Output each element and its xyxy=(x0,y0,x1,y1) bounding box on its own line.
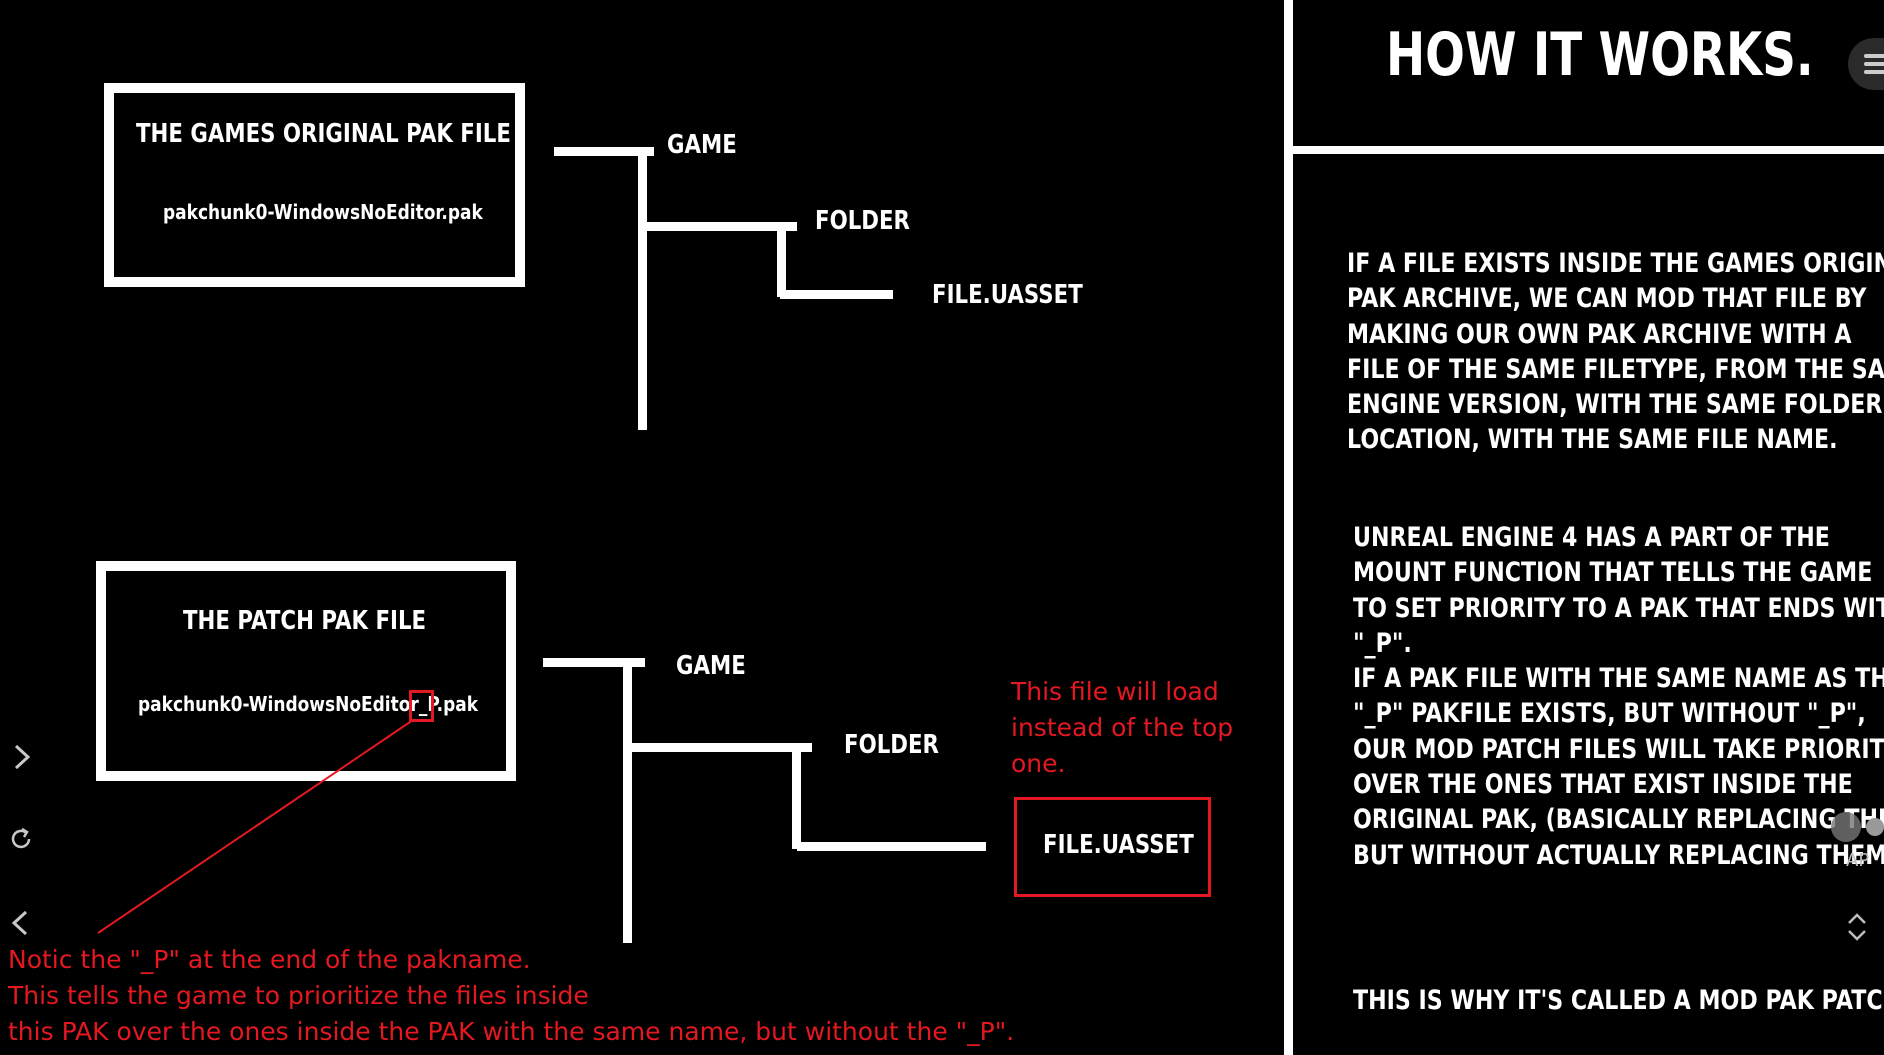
replay-icon[interactable] xyxy=(8,826,34,858)
chevron-down-icon[interactable] xyxy=(1846,920,1868,950)
menu-icon[interactable] xyxy=(1848,38,1884,90)
text-line: ENGINE VERSION, WITH THE SAME FOLDER xyxy=(1347,389,1883,421)
text-line: BUT WITHOUT ACTUALLY REPLACING THEM. xyxy=(1353,839,1884,871)
tree-label-file: FILE.UASSET xyxy=(932,280,1083,310)
text-line: "_P" PAKFILE EXISTS, BUT WITHOUT "_P", xyxy=(1353,698,1866,730)
text-line: LOCATION, WITH THE SAME FILE NAME. xyxy=(1347,424,1838,456)
tree-connector xyxy=(543,658,645,667)
tree-label-game: GAME xyxy=(667,130,737,160)
highlight-marker xyxy=(409,690,434,722)
text-line: "_P". xyxy=(1353,627,1412,659)
menu-bar xyxy=(1864,70,1884,74)
original-pak-filename: pakchunk0-WindowsNoEditor.pak xyxy=(163,200,483,224)
patch-filename-extension: .pak xyxy=(436,692,479,716)
note-line: one. xyxy=(1011,749,1066,778)
chevron-right-icon[interactable] xyxy=(10,742,34,778)
patch-filename-prefix: pakchunk0-WindowsNoEditor xyxy=(138,692,419,716)
tree-connector xyxy=(797,842,986,851)
explanation-paragraph-2: UNREAL ENGINE 4 HAS A PART OF THE MOUNT … xyxy=(1353,520,1884,873)
tree-connector xyxy=(780,290,893,299)
p-suffix-note: Notic the "_P" at the end of the pakname… xyxy=(8,942,1014,1050)
note-line: This file will load xyxy=(1011,677,1219,706)
menu-bar xyxy=(1864,54,1884,58)
text-line: UNREAL ENGINE 4 HAS A PART OF THE xyxy=(1353,522,1830,553)
panel-divider-horizontal xyxy=(1293,146,1884,154)
menu-bar xyxy=(1864,62,1884,66)
page-title: HOW IT WORKS. xyxy=(1386,20,1814,90)
patch-pak-filename: pakchunk0-WindowsNoEditor_P.pak xyxy=(138,692,478,716)
tree-label-folder: FOLDER xyxy=(844,730,939,760)
text-line: FILE OF THE SAME FILETYPE, FROM THE SAME xyxy=(1347,353,1884,385)
note-line: instead of the top xyxy=(1011,713,1234,742)
tree-connector xyxy=(792,743,801,849)
chevron-up-icon[interactable] xyxy=(1846,902,1868,932)
patch-file-highlight-box xyxy=(1014,797,1211,897)
explanation-paragraph-1: IF A FILE EXISTS INSIDE THE GAMES ORIGIN… xyxy=(1347,246,1884,458)
note-line: This tells the game to prioritize the fi… xyxy=(8,981,589,1010)
note-line: this PAK over the ones inside the PAK wi… xyxy=(8,1017,1015,1046)
text-line: IF A FILE EXISTS INSIDE THE GAMES ORIGIN… xyxy=(1347,248,1884,279)
tree-connector xyxy=(644,222,797,231)
tree-label-folder: FOLDER xyxy=(815,206,910,236)
note-line: Notic the "_P" at the end of the pakname… xyxy=(8,945,531,974)
scrubber-knob-secondary[interactable] xyxy=(1866,818,1884,836)
text-line: IF A PAK FILE WITH THE SAME NAME AS THE xyxy=(1353,663,1884,695)
ap-label[interactable]: AP xyxy=(1846,850,1870,871)
tree-connector xyxy=(623,658,632,943)
text-line: OVER THE ONES THAT EXIST INSIDE THE xyxy=(1353,769,1853,801)
patch-pak-box xyxy=(96,561,516,781)
tree-label-file: FILE.UASSET xyxy=(1043,830,1194,860)
scrubber-knob[interactable] xyxy=(1831,812,1861,842)
tree-connector xyxy=(638,147,647,430)
original-pak-box xyxy=(104,83,525,287)
text-line: PAK ARCHIVE, WE CAN MOD THAT FILE BY xyxy=(1347,283,1867,315)
text-line: MAKING OUR OWN PAK ARCHIVE WITH A xyxy=(1347,318,1852,350)
text-line: OUR MOD PATCH FILES WILL TAKE PRIORITY xyxy=(1353,733,1884,765)
text-line: MOUNT FUNCTION THAT TELLS THE GAME xyxy=(1353,557,1873,589)
text-line: ORIGINAL PAK, (BASICALLY REPLACING THEM) xyxy=(1353,804,1884,836)
tree-connector xyxy=(777,222,786,297)
tree-connector xyxy=(554,147,654,156)
panel-divider-vertical xyxy=(1284,0,1293,1055)
tree-label-game: GAME xyxy=(676,651,746,681)
chevron-left-icon[interactable] xyxy=(8,908,32,944)
explanation-conclusion: THIS IS WHY IT'S CALLED A MOD PAK PATCH. xyxy=(1353,985,1884,1016)
patch-pak-title: THE PATCH PAK FILE xyxy=(183,606,427,636)
text-line: TO SET PRIORITY TO A PAK THAT ENDS WITH xyxy=(1353,592,1884,624)
load-priority-note: This file will load instead of the top o… xyxy=(1011,674,1233,782)
tree-connector xyxy=(632,743,812,752)
original-pak-title: THE GAMES ORIGINAL PAK FILE xyxy=(136,119,511,149)
